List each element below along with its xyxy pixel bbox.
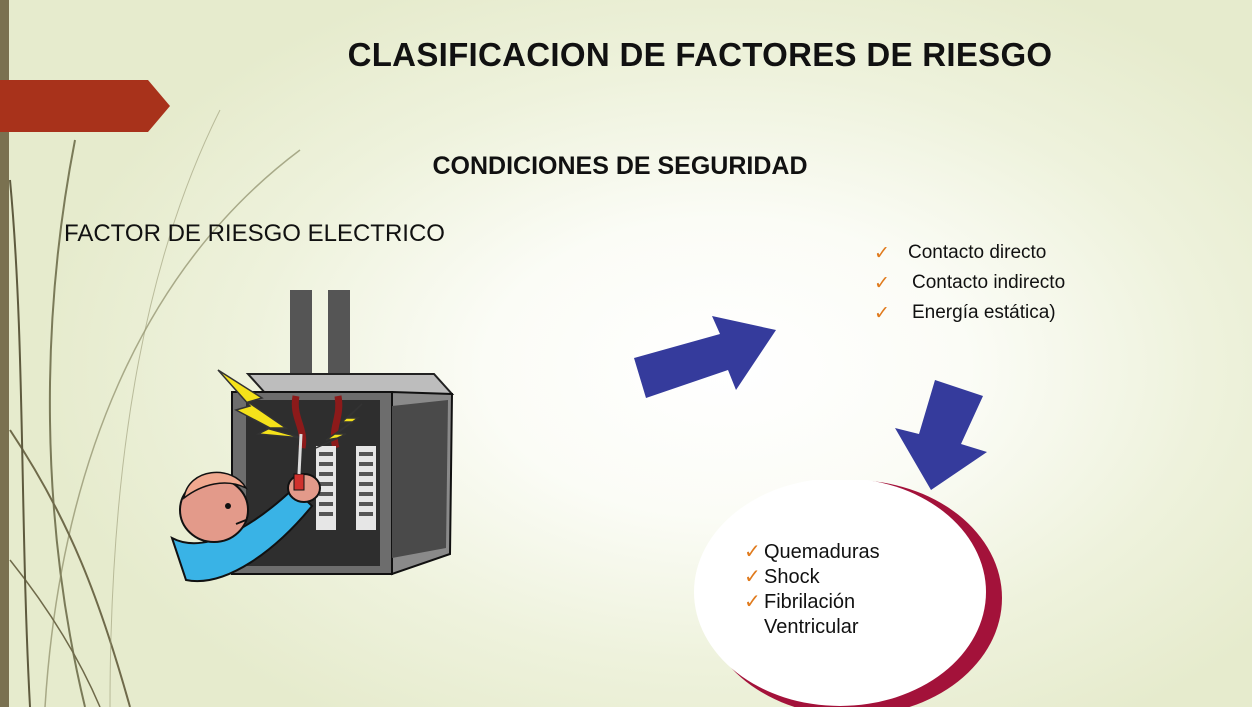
accent-ribbon (0, 80, 170, 132)
arrow-right-icon (634, 316, 776, 398)
check-icon: ✓ (744, 591, 761, 613)
list-item: ✓ Energía estática) (874, 302, 1056, 324)
check-icon: ✓ (874, 272, 890, 294)
list-item: ✓ Quemaduras (744, 541, 880, 563)
check-icon: ✓ (744, 566, 761, 588)
left-accent-bar (0, 0, 9, 707)
electrician-shock-icon (170, 290, 455, 583)
effects-list: ✓ Quemaduras ✓ Shock ✓ Fibrilación Ventr… (744, 540, 880, 640)
arrow-down-icon (895, 380, 987, 490)
contact-types-list: ✓ Contacto directo ✓ Contacto indirecto … (874, 238, 1065, 328)
list-item: Ventricular (764, 616, 859, 638)
list-item: ✓ Contacto directo (874, 242, 1047, 264)
check-icon: ✓ (744, 541, 761, 563)
slide-subtitle: CONDICIONES DE SEGURIDAD (432, 152, 808, 180)
section-label: FACTOR DE RIESGO ELECTRICO (64, 220, 445, 247)
effects-bubble (694, 480, 1002, 707)
check-icon: ✓ (874, 242, 890, 264)
check-icon: ✓ (874, 302, 890, 324)
list-item: ✓ Fibrilación (744, 591, 856, 613)
list-item: ✓ Contacto indirecto (874, 272, 1066, 294)
slide-title: CLASIFICACION DE FACTORES DE RIESGO (347, 36, 1053, 73)
list-item: ✓ Shock (744, 566, 820, 588)
